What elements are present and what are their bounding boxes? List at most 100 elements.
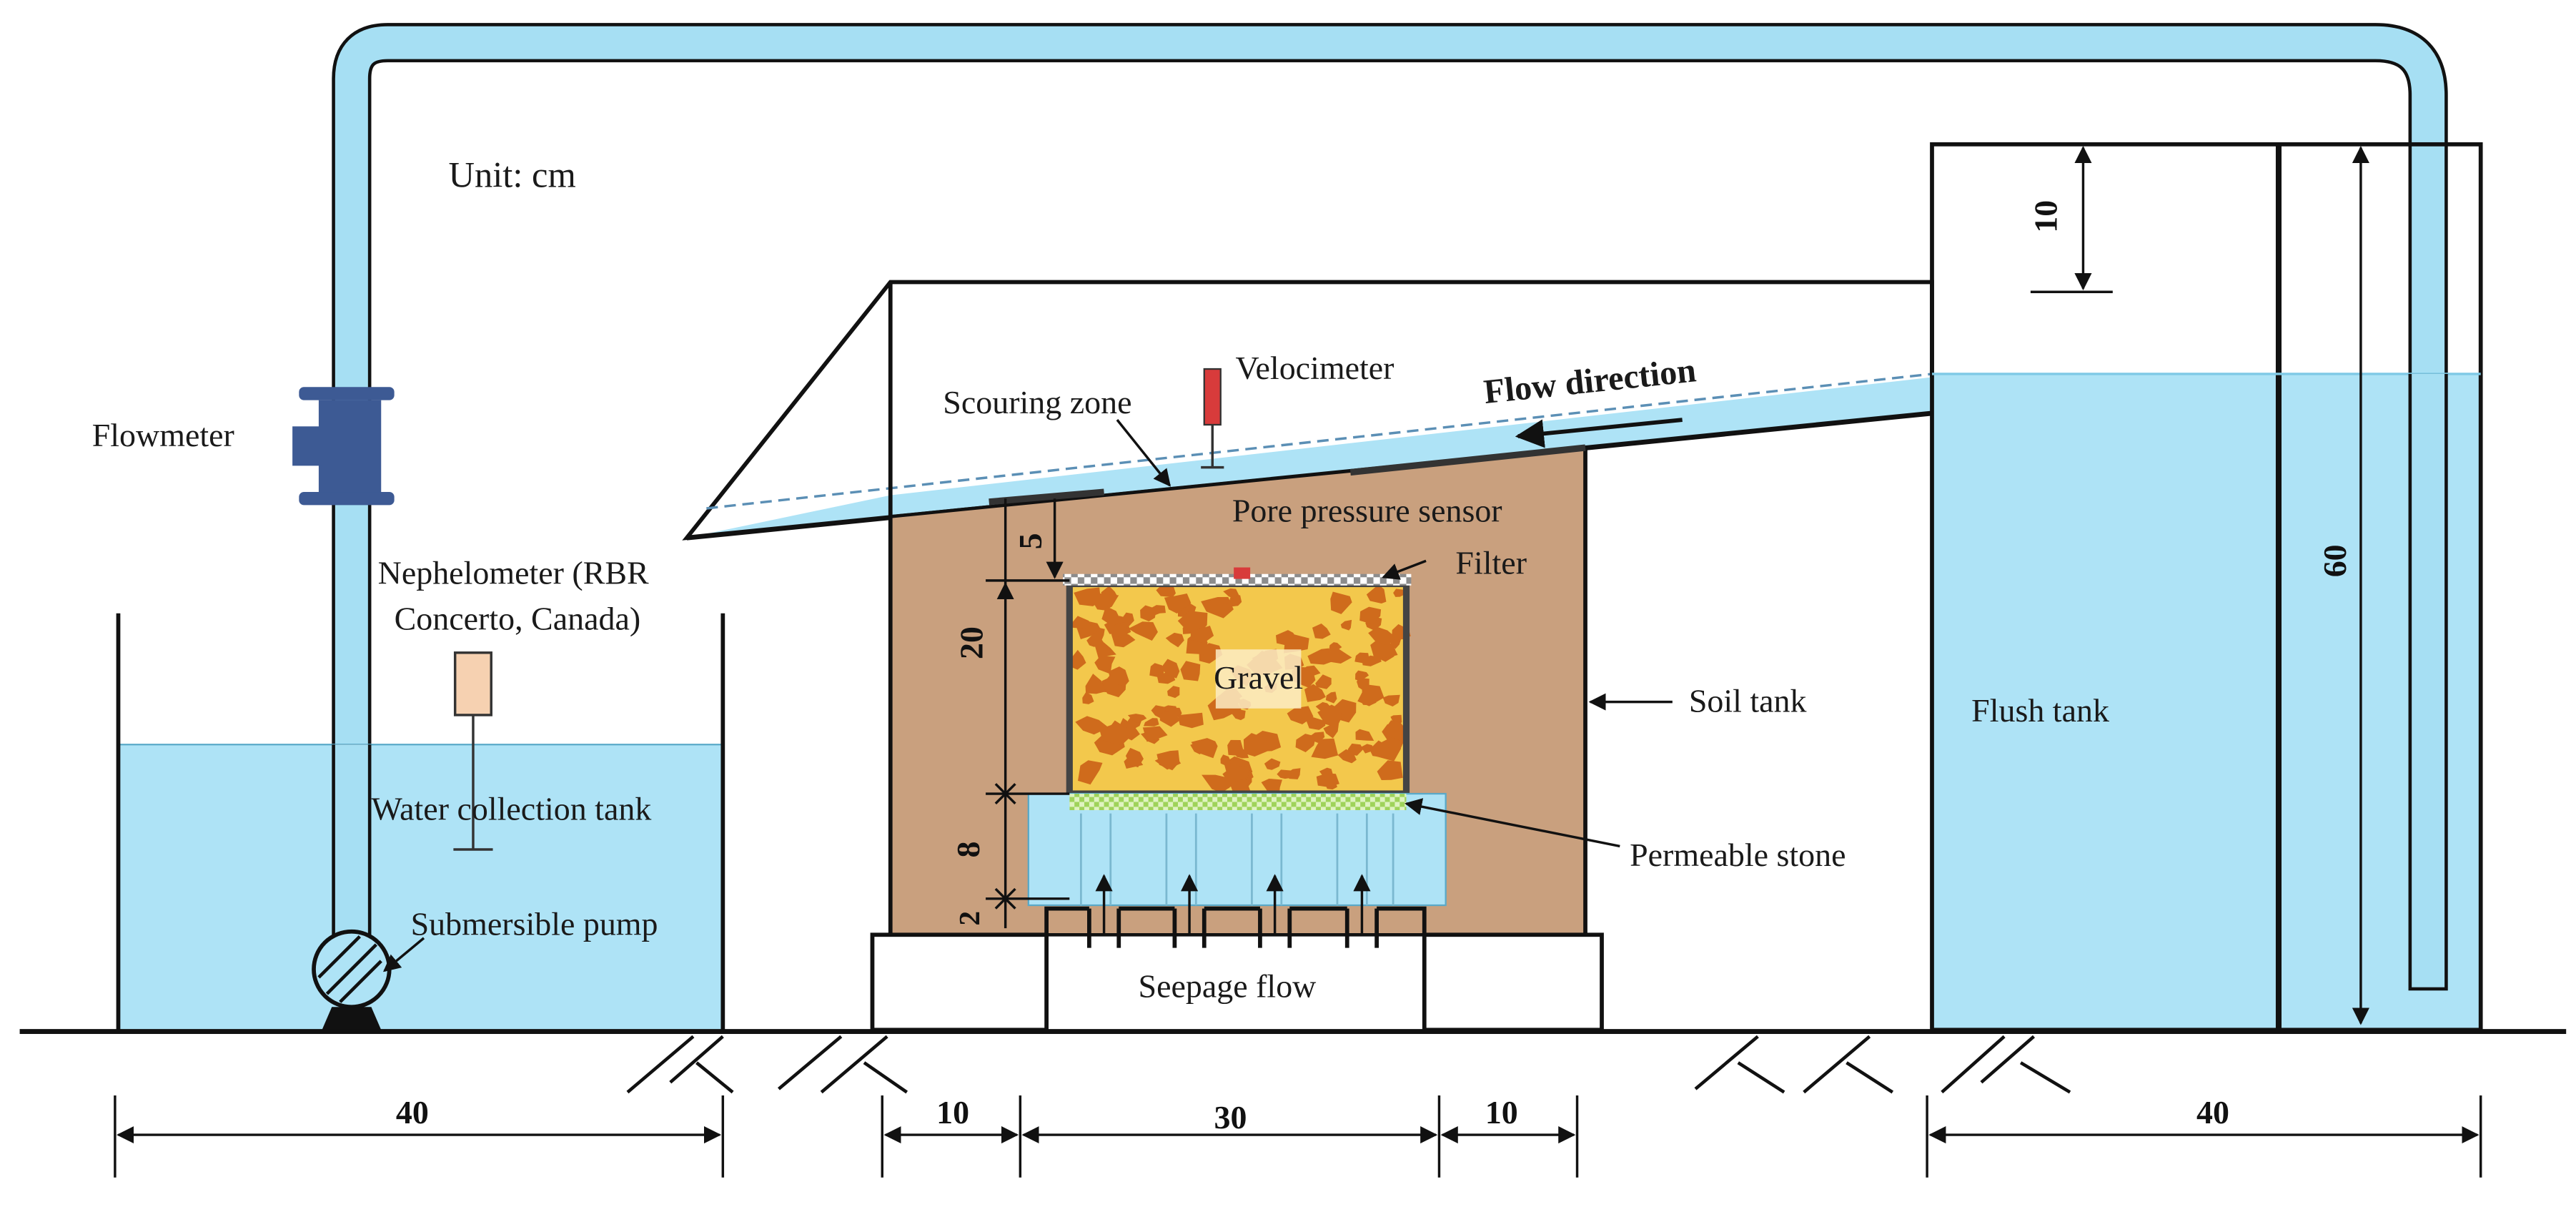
nephelometer-label-line1: Nephelometer (RBR: [378, 555, 649, 591]
gravel-stone: [1264, 758, 1281, 770]
nephelometer-icon: [453, 651, 493, 851]
gravel-stone: [1229, 778, 1251, 794]
nephelometer-label-line2: Concerto, Canada): [395, 601, 641, 637]
gravel-stone: [1164, 593, 1192, 614]
gravel-stone: [1311, 738, 1339, 759]
dim-soil-right-width: 10: [1485, 1094, 1518, 1130]
dim-base-depth: 2: [953, 911, 986, 926]
gravel-stone: [1092, 593, 1119, 611]
gravel-stone: [1151, 605, 1166, 616]
gravel-stone: [1125, 747, 1144, 768]
pipe-inside-tank: [332, 744, 372, 942]
gravel-stone: [1369, 740, 1389, 758]
gravel-zone: [1063, 573, 1412, 797]
gravel-stone: [1165, 632, 1184, 648]
gravel-stone: [1233, 747, 1249, 759]
gravel-stone: [1220, 754, 1232, 767]
gravel-stone: [1127, 714, 1147, 723]
gravel-stone: [1094, 642, 1116, 659]
gravel-stone: [1217, 603, 1230, 615]
gravel-stone: [1307, 648, 1334, 665]
gravel-stone: [1277, 769, 1292, 779]
gravel-stone: [1143, 718, 1159, 726]
gravel-stone: [1316, 773, 1339, 787]
dim-soil-left-width: 10: [936, 1094, 969, 1130]
filter-label: Filter: [1455, 545, 1527, 581]
gravel-stone: [1142, 726, 1168, 742]
gravel-stone: [1190, 625, 1214, 644]
gravel-stone: [1161, 659, 1180, 679]
gravel-stone: [1337, 749, 1357, 764]
gravel-label: Gravel: [1214, 659, 1303, 696]
submersible-pump-label: Submersible pump: [411, 905, 658, 942]
gravel-stone: [1275, 630, 1299, 646]
return-pipe: [332, 23, 2448, 1009]
flush-tank: [1930, 142, 2483, 1033]
scouring-zone-label: Scouring zone: [943, 384, 1131, 420]
gravel-stone: [1075, 716, 1109, 735]
gravel-stone: [1306, 716, 1326, 730]
gravel-stone: [1393, 588, 1406, 597]
dim-flush-top: 10: [2028, 200, 2064, 233]
inlet-channel: [1087, 908, 1121, 948]
gravel-stone: [1156, 750, 1180, 771]
gravel-stone: [1287, 706, 1314, 725]
inlet-channel: [1258, 908, 1292, 948]
gravel-stone: [1071, 616, 1091, 629]
pore-pressure-sensor-label: Pore pressure sensor: [1232, 492, 1502, 528]
gravel-stone: [1315, 674, 1332, 689]
gravel-stone: [1222, 766, 1249, 782]
inlet-channel: [1344, 908, 1379, 948]
dimension-lines: [114, 146, 2482, 1178]
dim-flush-height: 60: [2317, 544, 2353, 577]
dim-stone-depth: 8: [950, 842, 986, 858]
dim-left-width: 40: [396, 1094, 429, 1130]
gravel-stone: [1289, 768, 1301, 779]
gravel-stone: [1099, 724, 1128, 745]
gravel-stone: [1317, 704, 1342, 728]
gravel-stone: [1377, 760, 1403, 781]
velocimeter-label: Velocimeter: [1235, 350, 1394, 386]
gravel-stone: [1323, 724, 1339, 739]
gravel-stone: [1326, 647, 1352, 664]
gravel-stone: [1094, 655, 1116, 674]
velocimeter-icon: [1201, 368, 1224, 469]
gravel-stone: [1340, 619, 1352, 631]
gravel-stone: [1362, 655, 1382, 666]
seepage-chamber-outline: [1044, 906, 1427, 935]
gravel-stone: [1108, 666, 1129, 687]
gravel-stone: [1368, 626, 1396, 646]
permeable-stone-label: Permeable stone: [1630, 837, 1846, 873]
gravel-stone: [1355, 670, 1369, 681]
permeable-stone: [1027, 792, 1447, 907]
gravel-stone: [1085, 674, 1106, 694]
gravel-stone: [1110, 621, 1127, 639]
unit-label: Unit: cm: [448, 155, 575, 195]
gravel-stone: [1304, 684, 1326, 702]
support-blocks: [870, 932, 1604, 1033]
seepage-flow-label: Seepage flow: [1139, 967, 1317, 1004]
gravel-stone: [1223, 588, 1239, 598]
water-collection-tank: [116, 613, 725, 1030]
ground: [19, 1029, 2567, 1094]
gravel-stone: [1325, 691, 1337, 704]
pore-pressure-sensor-icon: [1234, 567, 1251, 579]
gravel-stone: [1359, 606, 1382, 625]
flowmeter-label: Flowmeter: [92, 417, 234, 453]
water-collection-tank-label: Water collection tank: [371, 791, 651, 827]
callout-leaders: [382, 418, 1683, 972]
gravel-stone: [1357, 684, 1384, 706]
seepage-inlets: [1044, 874, 1427, 948]
gravel-stone: [1382, 694, 1400, 707]
gravel-stone: [1384, 720, 1409, 741]
gravel-stone: [1180, 661, 1201, 681]
gravel-stone: [1167, 686, 1180, 699]
gravel-stone: [1159, 711, 1181, 727]
inlet-channel: [1172, 908, 1207, 948]
gravel-stone: [1177, 712, 1204, 729]
flowmeter-icon: [292, 387, 395, 506]
gravel-stone: [1330, 591, 1352, 614]
dim-cover-depth: 5: [1012, 533, 1049, 549]
gravel-stone: [1177, 611, 1208, 634]
